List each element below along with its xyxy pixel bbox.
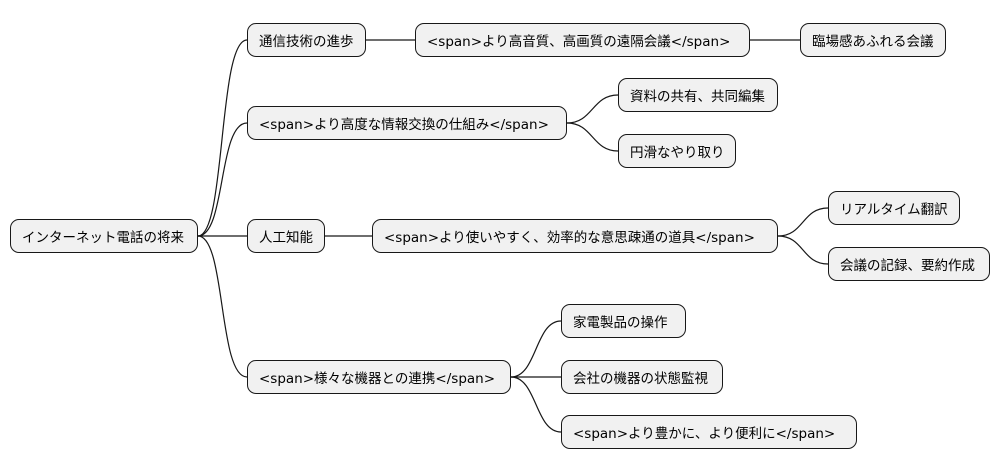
link-b1-to-l1 xyxy=(566,94,619,124)
leaf-node-doc-sharing: 資料の共有、共同編集 xyxy=(618,78,778,112)
branch-node-info-exchange: <span>より高度な情報交換の仕組み</span> xyxy=(247,106,567,140)
leaf-node-immersive-meeting: 臨場感あふれる会議 xyxy=(800,23,946,57)
branch-node-ai: 人工知能 xyxy=(247,219,325,253)
leaf-node-meeting-minutes: 会議の記録、要約作成 xyxy=(828,247,990,281)
leaf-node-appliance-control: 家電製品の操作 xyxy=(561,304,686,338)
link-b1-to-l2 xyxy=(566,122,619,152)
link-b3-to-l7 xyxy=(510,376,562,433)
branch-node-device-integration: <span>様々な機器との連携</span> xyxy=(247,360,511,394)
link-root-to-b0 xyxy=(197,39,248,237)
link-c1-to-l4 xyxy=(777,235,829,265)
link-b3-to-l5 xyxy=(510,320,562,378)
link-c1-to-l3 xyxy=(777,207,829,237)
sub-node-hq-meetings: <span>より高音質、高画質の遠隔会議</span> xyxy=(415,23,750,57)
leaf-node-smooth-communication: 円滑なやり取り xyxy=(618,134,736,168)
branch-node-communication: 通信技術の進歩 xyxy=(247,23,366,57)
leaf-node-device-monitoring: 会社の機器の状態監視 xyxy=(561,360,723,394)
leaf-node-richer-convenient: <span>より豊かに、より便利に</span> xyxy=(561,415,857,449)
leaf-node-realtime-translation: リアルタイム翻訳 xyxy=(828,191,960,225)
sub-node-efficient-tools: <span>より使いやすく、効率的な意思疎通の道具</span> xyxy=(372,219,778,253)
root-node: インターネット電話の将来 xyxy=(10,219,198,253)
link-root-to-b3 xyxy=(197,235,248,378)
link-root-to-b1 xyxy=(197,122,248,237)
